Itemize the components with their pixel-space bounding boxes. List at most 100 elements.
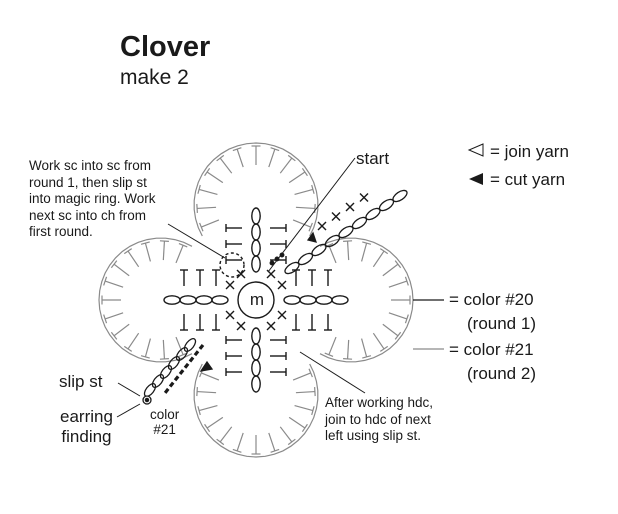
hdc-stitch	[311, 184, 315, 194]
hdc-stitch	[103, 276, 108, 286]
magic-ring-label: m	[249, 290, 265, 309]
hdc-stitch	[110, 331, 118, 340]
hdc-stitch	[204, 423, 211, 433]
hdc-stitch	[178, 352, 188, 357]
legend-color-21: = color #21	[449, 340, 534, 359]
stem-color-label: color #21	[150, 407, 180, 437]
sc-stitch	[225, 280, 235, 290]
hdc-stitch	[113, 263, 130, 277]
sc-stitch	[317, 221, 327, 231]
hdc-stitch	[110, 260, 118, 269]
hdc-stitch	[362, 241, 372, 245]
legend-color-20: = color #20	[449, 290, 534, 309]
sc-stitch	[277, 280, 287, 290]
hdc-stitch	[343, 358, 353, 360]
hdc-stitch	[206, 171, 224, 184]
round2-hdc-stitches	[101, 145, 411, 455]
hdc-stitch	[362, 355, 372, 359]
hdc-stitch	[346, 241, 350, 261]
open-triangle-join-icon	[467, 143, 484, 157]
slip-st-label: slip st	[59, 372, 103, 391]
hdc-stitch	[279, 157, 293, 174]
hdc-stitch	[219, 157, 233, 174]
hdc-stitch	[140, 241, 150, 245]
round1-stitches	[163, 193, 369, 393]
hdc-stitch	[324, 352, 334, 357]
sc-stitch	[359, 193, 369, 202]
hdc-stitch	[301, 423, 308, 433]
leader-note-bottom	[299, 351, 366, 394]
hdc-stitch	[311, 406, 315, 416]
hdc-stitch	[204, 167, 211, 177]
legend-marks	[467, 143, 484, 185]
chain-stitch	[163, 295, 181, 305]
chain-stitch	[251, 375, 261, 393]
hdc-stitch	[379, 248, 389, 255]
hdc-stitch	[196, 387, 198, 397]
hdc-stitch	[159, 358, 169, 360]
legend-round-1: (round 1)	[467, 314, 536, 333]
sc-stitch	[266, 321, 276, 331]
hdc-stitch	[404, 314, 409, 324]
hdc-stitch	[196, 203, 198, 213]
hdc-stitch	[308, 222, 313, 232]
petal-outline	[98, 237, 193, 363]
hdc-stitch	[201, 372, 220, 381]
hdc-stitch	[270, 448, 280, 453]
petal-outline	[193, 363, 319, 458]
hdc-stitch	[394, 331, 402, 340]
chain-stitch	[179, 295, 197, 305]
hdc-stitch	[270, 147, 280, 152]
sc-stitch	[236, 321, 246, 331]
hdc-stitch	[198, 404, 218, 412]
sc-stitch	[225, 310, 235, 320]
hdc-stitch	[104, 312, 124, 320]
hdc-stitch	[328, 336, 337, 355]
hdc-stitch	[372, 250, 385, 268]
hdc-stitch	[232, 448, 242, 453]
hdc-stitch	[287, 438, 296, 446]
hdc-stitch	[216, 438, 225, 446]
hdc-stitch	[123, 345, 133, 352]
leader-lines	[116, 157, 444, 418]
hdc-stitch	[382, 323, 399, 337]
chain-stitch	[315, 295, 333, 305]
chain-stitch	[283, 295, 301, 305]
filled-triangle-cut-icon	[469, 173, 483, 185]
hdc-stitch	[178, 243, 188, 248]
chain-stitch	[251, 359, 261, 377]
chain-stitch	[195, 295, 213, 305]
hdc-stitch	[388, 312, 408, 320]
hdc-stitch	[288, 171, 306, 184]
hdc-stitch	[382, 263, 399, 277]
hdc-stitch	[197, 184, 201, 194]
hdc-stitch	[379, 345, 389, 352]
hdc-stitch	[328, 245, 337, 264]
hdc-stitch	[144, 242, 152, 262]
hdc-stitch	[295, 390, 315, 394]
chain-stitch	[251, 239, 261, 257]
magic-ring-icon	[237, 281, 275, 319]
sc-stitch	[266, 269, 276, 279]
hdc-stitch	[394, 260, 402, 269]
hdc-stitch	[216, 154, 225, 162]
hdc-stitch	[197, 406, 201, 416]
earring-finding-label: earring finding	[60, 407, 113, 446]
hdc-stitch	[144, 338, 152, 358]
hdc-stitch	[294, 188, 314, 196]
leader-slip-st	[117, 382, 141, 397]
hdc-stitch	[219, 426, 233, 443]
hdc-stitch	[162, 339, 166, 359]
hdc-stitch	[292, 219, 311, 228]
chain-stitch	[151, 373, 165, 389]
hdc-stitch	[232, 147, 242, 152]
hdc-stitch	[199, 222, 204, 232]
chain-stitch	[299, 295, 317, 305]
cut-yarn-tail	[163, 344, 205, 394]
hdc-stitch	[279, 426, 293, 443]
chain-stitch	[167, 355, 181, 371]
chain-stitch	[331, 295, 349, 305]
hdc-stitch	[360, 242, 368, 262]
chain-stitch	[251, 223, 261, 241]
hdc-stitch	[127, 250, 140, 268]
